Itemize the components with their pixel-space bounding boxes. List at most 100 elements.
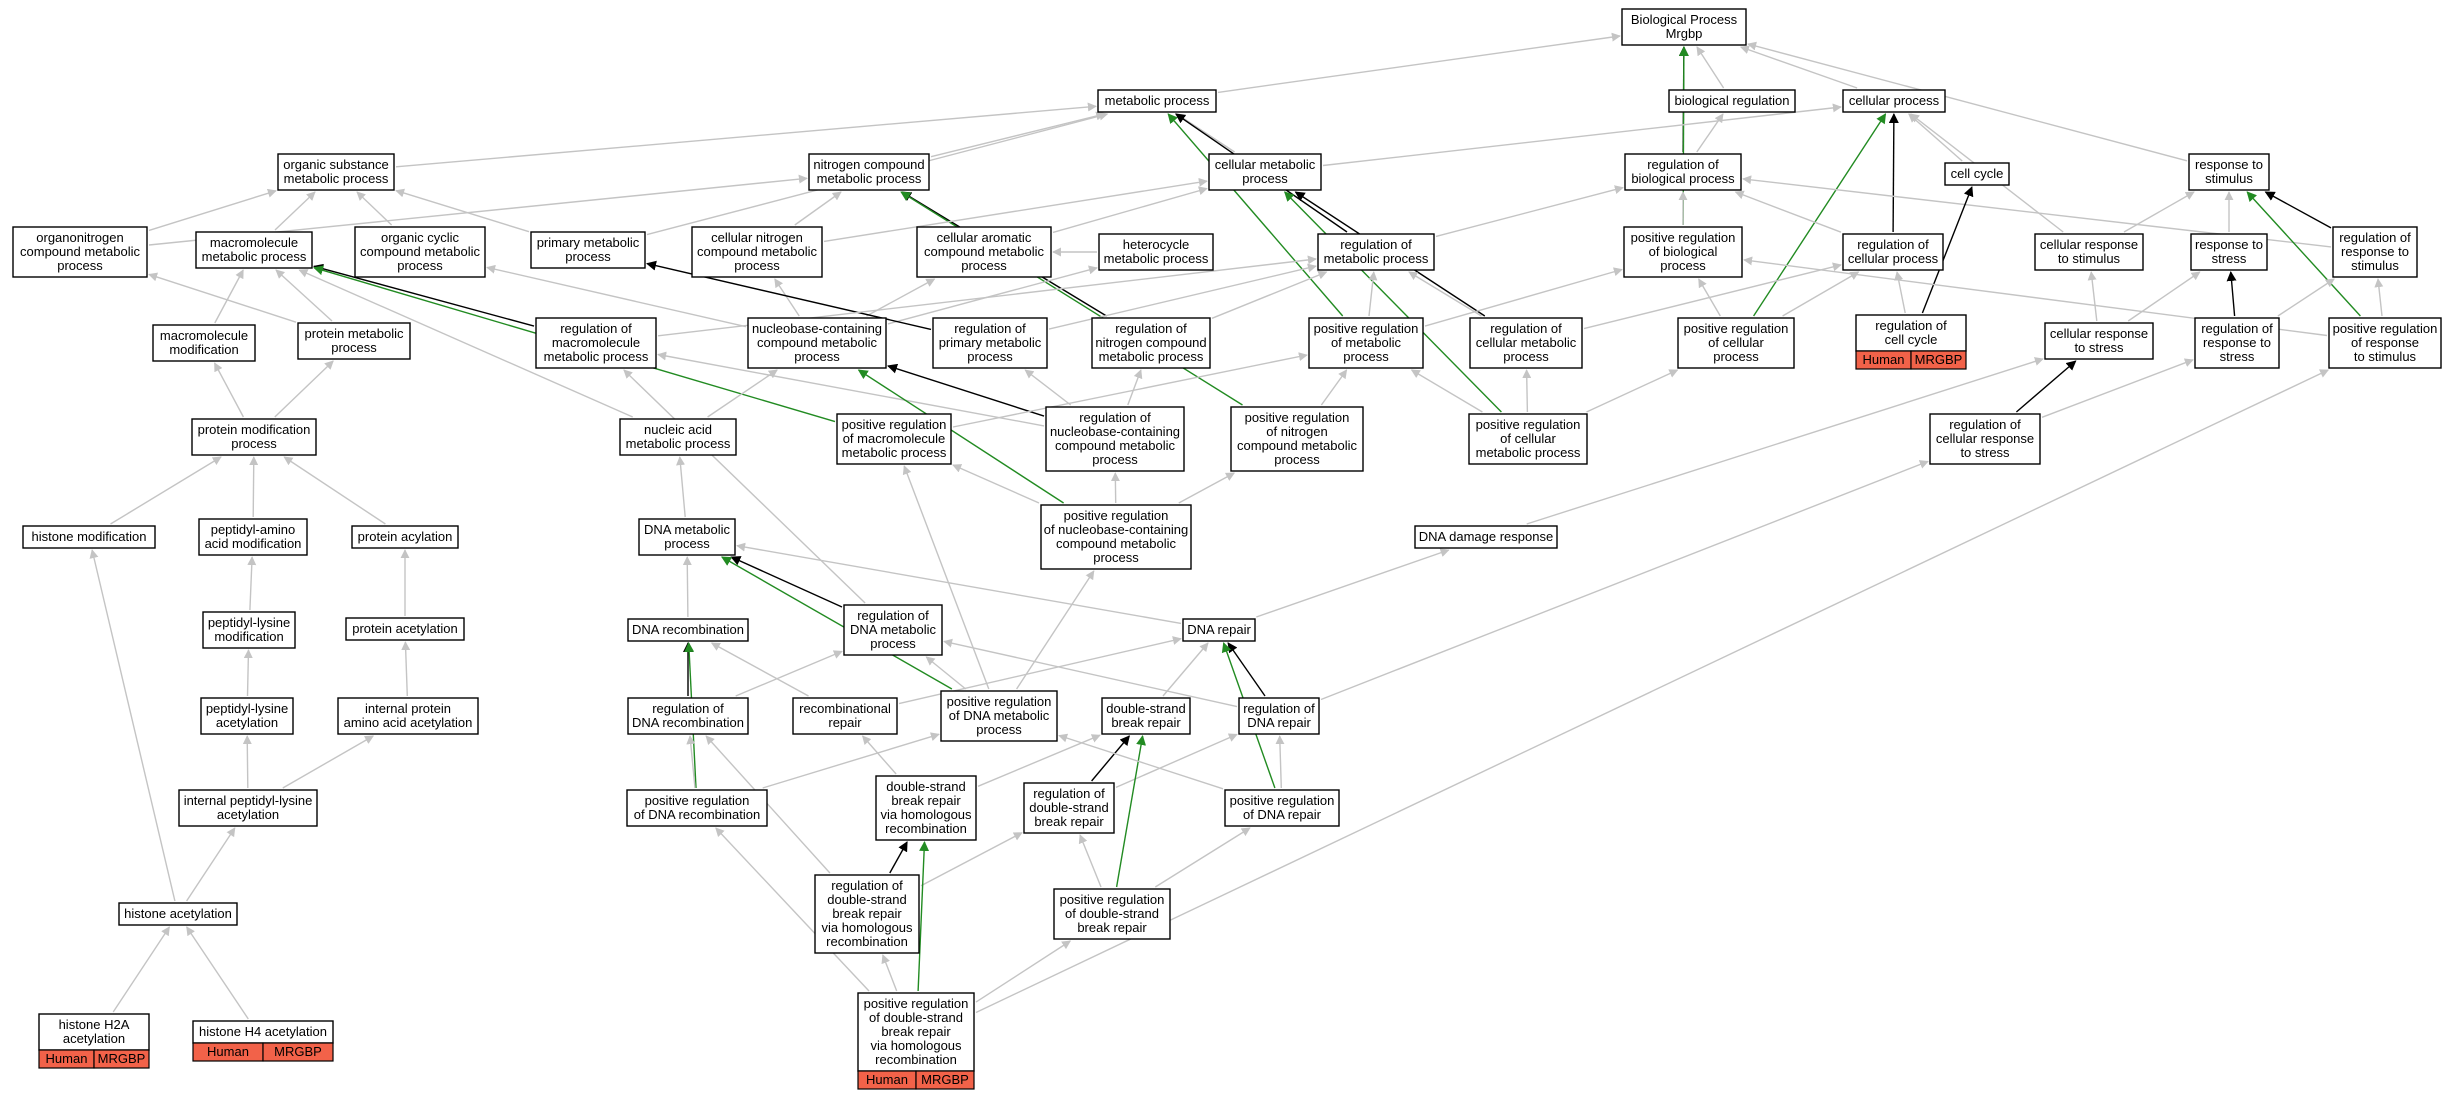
node-label-line: stress: [2212, 251, 2247, 266]
edge-grey-posregdsbrhr-to-posregdsbr: [975, 940, 1072, 1003]
node-label-line: nitrogen compound: [1095, 335, 1206, 350]
go-term-node-histacet[interactable]: histone acetylation: [118, 902, 238, 926]
node-label-line: regulation of: [1340, 237, 1412, 252]
node-box: [1053, 888, 1171, 940]
go-term-node-dnarecomb[interactable]: DNA recombination: [627, 618, 749, 642]
edge-green-posregmet-to-metab: [1167, 113, 1344, 317]
edge-black-regcellrespstress-to-cellrespstress: [2015, 360, 2077, 413]
go-term-node-metab[interactable]: metabolic process: [1097, 89, 1217, 113]
node-label-line: break repair: [832, 906, 902, 921]
go-term-node-regnucleo[interactable]: regulation ofnucleobase-containingcompou…: [1045, 406, 1185, 472]
edge-grey-posregmet-to-posregbio: [1424, 267, 1623, 327]
node-box: [1224, 789, 1340, 827]
node-box: [1308, 317, 1424, 369]
go-term-node-dnadamage[interactable]: DNA damage response: [1414, 525, 1558, 549]
annotation-label: Human: [1863, 352, 1905, 367]
go-term-node-bioreg[interactable]: biological regulation: [1668, 89, 1796, 113]
go-term-node-cellproc[interactable]: cellular process: [1842, 89, 1946, 113]
edge-grey-regdsbr-to-regdnarepair: [1115, 733, 1238, 789]
edge-green-posregcell-to-cellproc: [1753, 113, 1887, 317]
go-term-node-protacet[interactable]: protein acetylation: [345, 617, 465, 641]
edge-black-regcc-to-cellcycle: [1921, 186, 1974, 314]
node-label-line: break repair: [1034, 814, 1104, 829]
node-label-line: of response: [2351, 335, 2419, 350]
node-box: [875, 775, 977, 841]
edge-grey-orgnitro-to-orgsub: [148, 188, 277, 232]
go-term-node-dnarepair[interactable]: DNA repair: [1182, 618, 1256, 642]
edge-grey-peptlysmod-to-peptamino: [247, 556, 257, 611]
edge-grey-regmet-to-regbio: [1435, 185, 1624, 238]
go-term-node-histmod[interactable]: histone modification: [22, 525, 156, 549]
node-label-line: cellular process: [1849, 93, 1940, 108]
node-label-line: response to: [2195, 157, 2263, 172]
node-label-line: regulation of: [1243, 701, 1315, 716]
go-term-node-cellcycle[interactable]: cell cycle: [1944, 162, 2010, 186]
node-label-line: regulation of: [1079, 410, 1151, 425]
edge-grey-regnucleo-to-regnitro: [1127, 369, 1143, 406]
go-term-node-protacyl[interactable]: protein acylation: [351, 525, 459, 549]
edge-grey-regnitro-to-regmet: [1211, 270, 1328, 319]
node-label-line: regulation of: [2201, 321, 2273, 336]
